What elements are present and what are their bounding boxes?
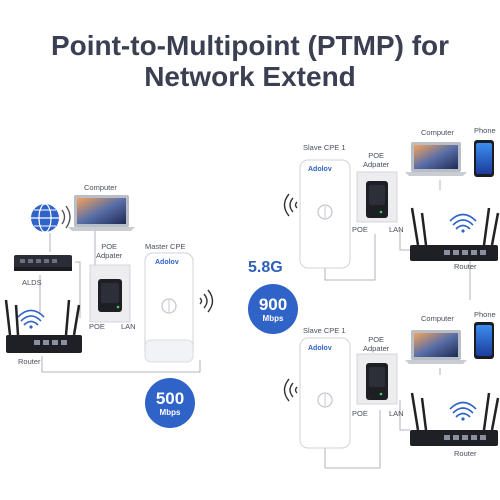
top-right-phone [474,140,494,177]
title-line-2: Network Extend [144,61,356,92]
top-right-cpe-device [299,159,351,269]
bottom-right-router-label: Router [454,449,477,458]
bottom-right-slave-cpe-label: Slave CPE 1 [303,326,346,335]
left-computer-label: Computer [84,183,117,192]
bottom-right-phone [474,322,494,359]
bottom-right-cables [324,368,441,469]
bottom-right-laptop [405,330,467,364]
master-cpe-label: Master CPE [145,242,186,251]
left-router-wifi-icon [17,309,45,326]
middle-speed-value: 900 [258,295,288,314]
left-laptop [68,195,135,231]
bottom-right-router [410,392,500,446]
top-right-cpe-signal-icon [283,193,298,217]
bottom-right-computer-label: Computer [421,314,454,323]
master-cpe-device [144,252,194,363]
alds-switch [14,255,72,271]
master-cpe-signal-icon [199,289,214,313]
top-right-poe-port-label: POE [352,225,368,234]
bottom-right-poe-port-label: POE [352,409,368,418]
left-speed-unit: Mbps [159,408,181,417]
left-speed-value: 500 [155,389,185,408]
left-poe-adapter [89,264,131,323]
top-right-cpe-brand: Adolov [308,166,332,173]
bottom-right-cpe-device [299,337,351,449]
middle-speed-badge: 900 Mbps [248,284,298,334]
bottom-right-cpe-brand: Adolov [308,345,332,352]
left-poe-adapter-label: POE Adpater [96,242,123,260]
left-speed-badge: 500 Mbps [145,378,195,428]
globe-wifi-icon [61,205,71,229]
top-right-slave-cpe-label: Slave CPE 1 [303,143,346,152]
left-poe-port-label: POE [89,322,105,331]
bottom-right-cpe-signal-icon [283,378,298,402]
globe-icon [31,203,59,233]
top-right-poe-adapter [356,171,398,223]
master-cpe-brand: Adolov [155,259,179,266]
bottom-right-poe-adapter-label: POE Adpater [363,335,390,353]
left-lan-port-label: LAN [121,322,136,331]
top-right-router-wifi-icon [449,213,477,230]
top-right-laptop [405,142,467,176]
top-right-router-label: Router [454,262,477,271]
top-right-router [410,207,500,261]
top-right-computer-label: Computer [421,128,454,137]
bottom-right-lan-port-label: LAN [389,409,404,418]
top-right-phone-label: Phone [474,126,496,135]
frequency-label: 5.8G [248,259,283,276]
bottom-right-router-wifi-icon [449,401,477,418]
top-right-poe-adapter-label: POE Adpater [363,151,390,169]
bottom-right-poe-adapter [356,353,398,405]
title-line-1: Point-to-Multipoint (PTMP) for [50,30,450,61]
left-router [4,299,82,353]
alds-label: ALDS [22,278,42,287]
top-right-lan-port-label: LAN [389,225,404,234]
left-router-label: Router [18,357,41,366]
middle-speed-unit: Mbps [262,314,284,323]
bottom-right-phone-label: Phone [474,310,496,319]
